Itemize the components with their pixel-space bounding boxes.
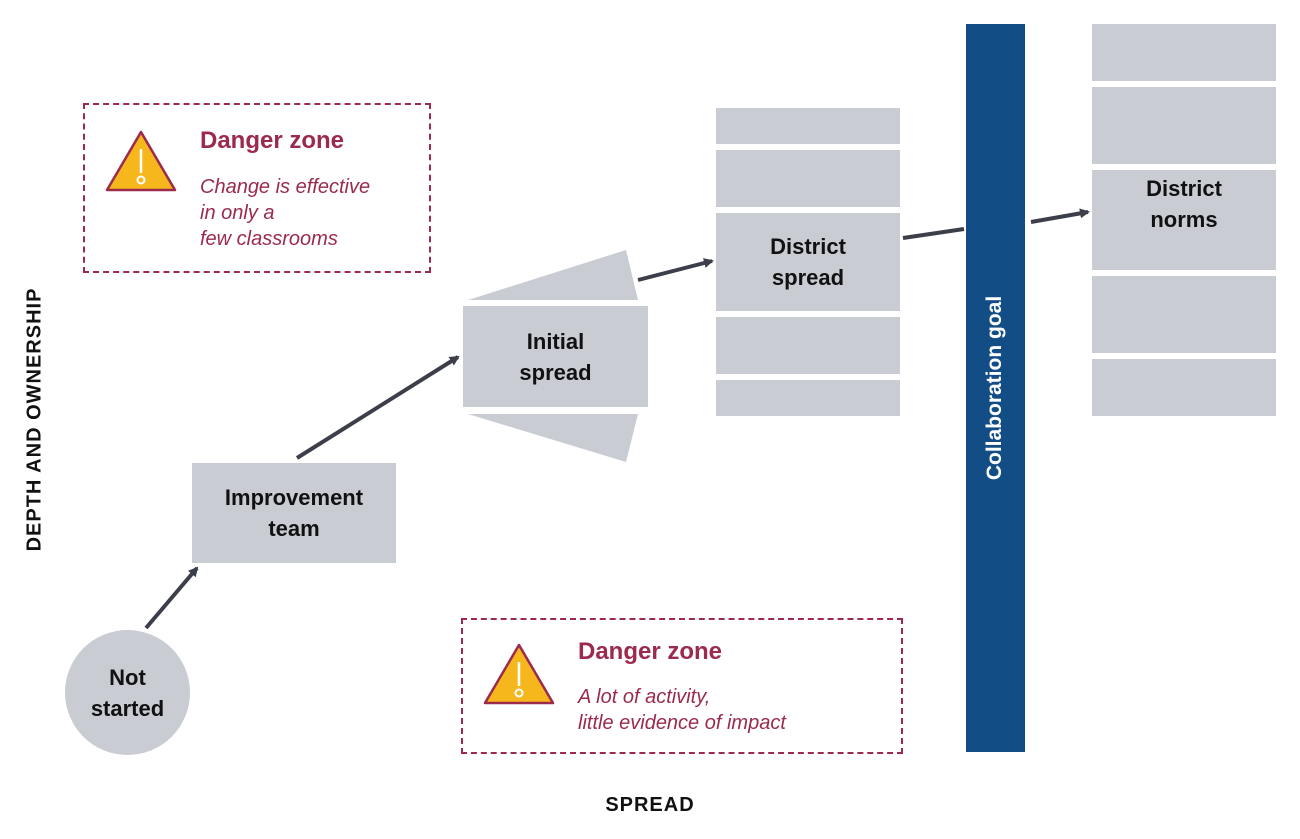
- arrow-goal-to-norms: [1030, 208, 1090, 224]
- stage-district-spread: District spread: [716, 213, 900, 311]
- y-axis-label: DEPTH AND OWNERSHIP: [23, 287, 46, 551]
- district-norms-band-1: [1092, 24, 1276, 81]
- district-norms-band-4: [1092, 276, 1276, 353]
- stage-initial-spread-label: Initial spread: [519, 328, 592, 385]
- district-spread-band-4: [716, 317, 900, 374]
- stage-district-spread-label: District spread: [770, 234, 846, 290]
- initial-spread-flare-top: [468, 250, 638, 300]
- warning-icon: [105, 130, 177, 192]
- stage-not-started: Not started: [65, 630, 190, 755]
- collaboration-goal-bar: Collaboration goal: [966, 24, 1025, 752]
- danger-zone-1-text: Change is effective in only a few classr…: [200, 176, 371, 250]
- district-spread-band-2: [716, 150, 900, 207]
- x-axis-label: SPREAD: [605, 793, 695, 816]
- danger-zone-2-text: A lot of activity, little evidence of im…: [578, 686, 786, 734]
- danger-zone-2: Danger zone A lot of activity, little ev…: [461, 618, 903, 754]
- collaboration-goal-label: Collaboration goal: [983, 295, 1007, 481]
- arrow-team-to-initial: [295, 355, 460, 460]
- district-norms-band-5: [1092, 359, 1276, 416]
- stage-initial-spread: Initial spread: [463, 306, 648, 407]
- stage-improvement-team: Improvement team: [192, 463, 396, 563]
- stage-district-norms: District norms: [1092, 170, 1276, 270]
- stage-improvement-team-label: Improvement team: [224, 485, 364, 541]
- district-norms-band-2: [1092, 87, 1276, 164]
- arrow-not-started-to-team: [144, 566, 199, 630]
- danger-zone-1: Danger zone Change is effective in only …: [83, 103, 431, 273]
- district-spread-band-1: [716, 108, 900, 144]
- district-spread-band-5: [716, 380, 900, 416]
- stage-not-started-label: Not started: [90, 664, 165, 721]
- stage-district-norms-label: District norms: [1146, 176, 1222, 232]
- initial-spread-flare-bottom: [468, 414, 638, 462]
- y-axis-label-wrap: DEPTH AND OWNERSHIP: [0, 287, 210, 551]
- warning-icon: [483, 643, 555, 705]
- arrow-initial-to-district: [637, 258, 714, 282]
- danger-zone-1-title: Danger zone: [200, 127, 345, 154]
- danger-zone-2-title: Danger zone: [578, 638, 723, 665]
- line-district-to-goal: [902, 227, 965, 240]
